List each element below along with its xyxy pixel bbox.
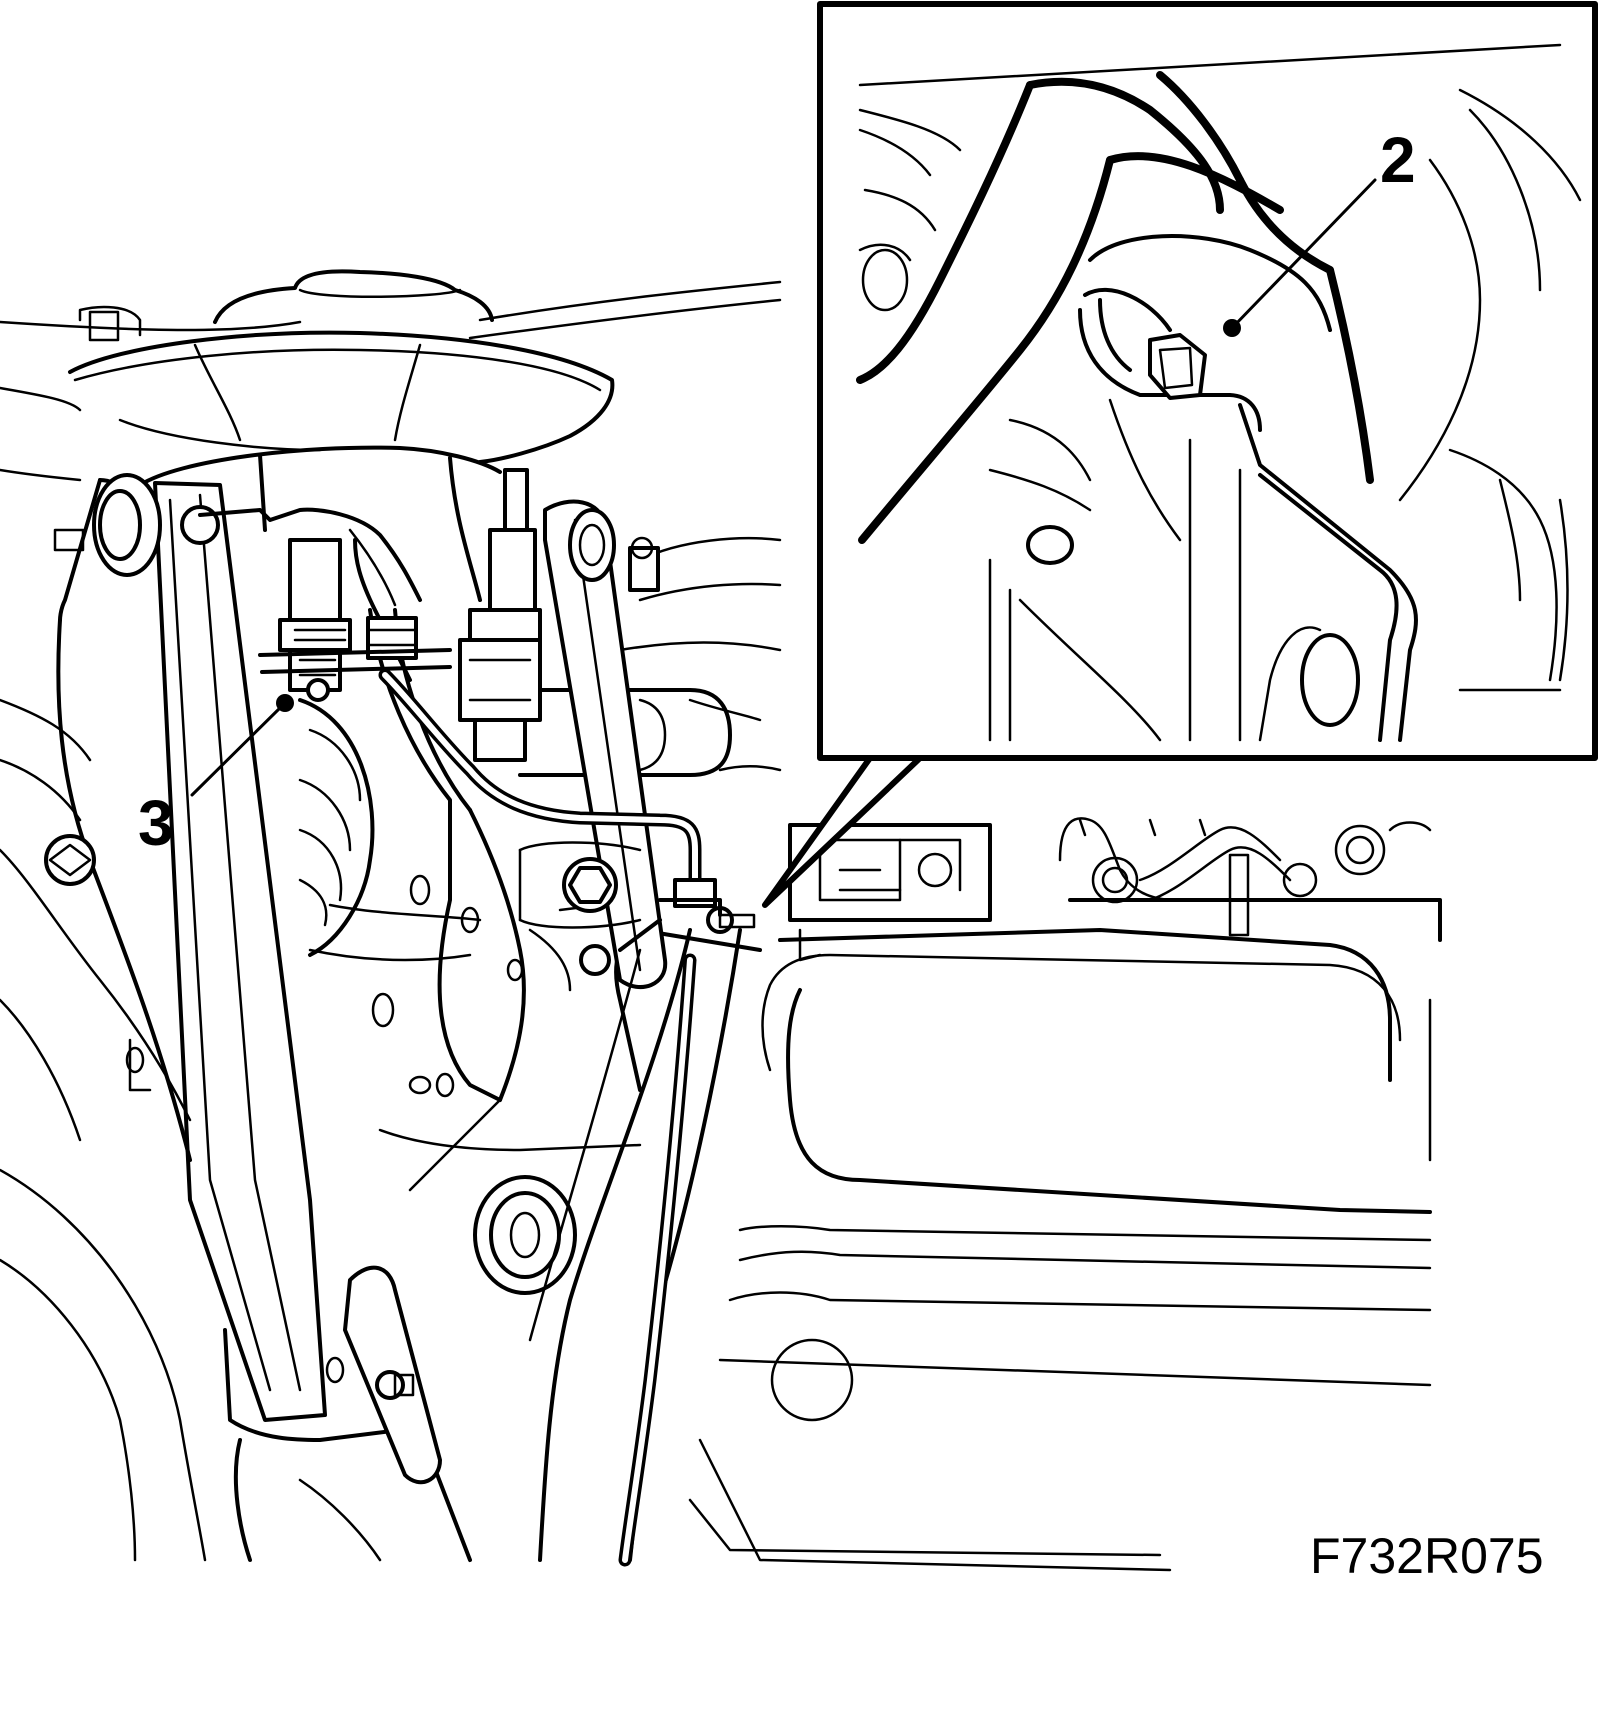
callout-3: 3 (138, 694, 294, 859)
callout-3-label: 3 (138, 787, 174, 859)
callout-2-dot (1223, 319, 1241, 337)
strut-assembly (68, 269, 615, 602)
lateral-link (528, 499, 756, 1562)
figure-code: F732R075 (1310, 1528, 1544, 1584)
control-arm-left (0, 473, 472, 1562)
sensor-cable (353, 538, 722, 1567)
drive-shaft-boot (298, 698, 482, 962)
detail-inset (762, 1, 1598, 908)
callout-2-label: 2 (1380, 124, 1416, 196)
callout-2: 2 (1223, 124, 1416, 337)
callout-3-dot (276, 694, 294, 712)
sensor-units (198, 468, 642, 929)
